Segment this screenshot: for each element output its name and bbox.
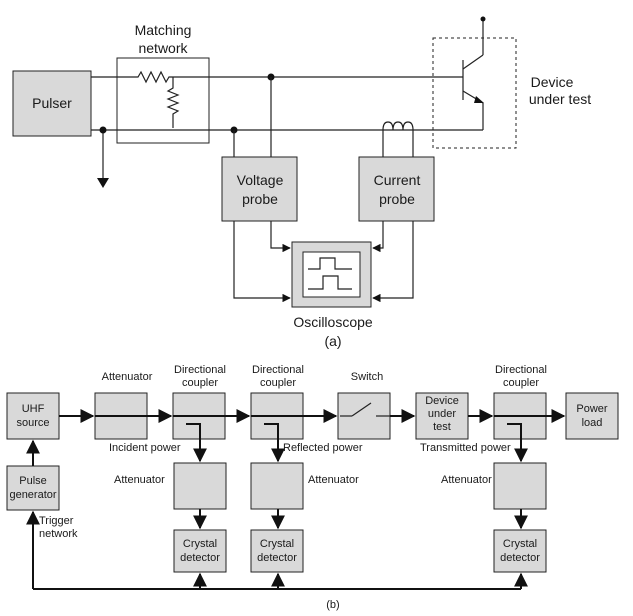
directional-coupler-1-label-2: coupler bbox=[182, 377, 218, 389]
crystal-detector-2-label-1: Crystal bbox=[260, 538, 294, 550]
switch-icon bbox=[351, 402, 372, 417]
incident-power-label: Incident power bbox=[109, 442, 181, 454]
caption-a: (a) bbox=[324, 333, 341, 349]
trigger-network-label-1: Trigger bbox=[39, 515, 74, 527]
crystal-detector-3-label-1: Crystal bbox=[503, 538, 537, 550]
current-probe-label-2: probe bbox=[379, 191, 415, 207]
current-probe-label-1: Current bbox=[374, 172, 421, 188]
uhf-source-block: UHF source bbox=[6, 392, 60, 440]
trigger-network: Trigger network bbox=[26, 510, 528, 590]
crystal-detector-1-block: Crystal detector bbox=[173, 529, 227, 573]
uhf-source-label-1: UHF bbox=[22, 403, 45, 415]
coupler-taps bbox=[186, 423, 528, 463]
series-resistor-icon bbox=[117, 70, 209, 84]
device-under-test-b-block: Device under test bbox=[415, 392, 469, 440]
attenuator-1-block bbox=[173, 462, 227, 510]
pulse-generator-block: Pulse generator bbox=[6, 465, 60, 511]
attenuator-2-label: Attenuator bbox=[308, 474, 359, 486]
attenuator-2-block bbox=[250, 462, 304, 510]
attenuator-top-label: Attenuator bbox=[102, 371, 153, 383]
pulser-block: Pulser bbox=[12, 70, 92, 137]
attenuator-to-detector-arrows bbox=[193, 509, 528, 530]
caption-b: (b) bbox=[326, 599, 339, 611]
directional-coupler-2-label-1: Directional bbox=[252, 364, 304, 376]
dut-b-label-2: under bbox=[428, 408, 456, 420]
attenuator-3-block bbox=[493, 462, 547, 510]
pulse-generator-label-2: generator bbox=[9, 489, 56, 501]
pulse-waveform-icon-2 bbox=[308, 275, 352, 290]
power-load-label-2: load bbox=[582, 417, 603, 429]
switch-block bbox=[337, 392, 391, 440]
dut-b-label-1: Device bbox=[425, 395, 459, 407]
crystal-detector-1-label-1: Crystal bbox=[183, 538, 217, 550]
device-under-test-label-1: Device bbox=[531, 74, 574, 90]
uhf-source-label-2: source bbox=[16, 417, 49, 429]
switch-label: Switch bbox=[351, 371, 383, 383]
crystal-detector-1-label-2: detector bbox=[180, 552, 220, 564]
pulser-label: Pulser bbox=[32, 95, 72, 111]
matching-network: Matching network bbox=[116, 22, 210, 144]
figure-a-wiring bbox=[91, 73, 483, 188]
ground-icon bbox=[97, 178, 109, 188]
transmitted-power-label: Transmitted power bbox=[420, 442, 511, 454]
matching-network-label-1: Matching bbox=[135, 22, 192, 38]
directional-coupler-3-label-1: Directional bbox=[495, 364, 547, 376]
attenuator-3-label: Attenuator bbox=[441, 474, 492, 486]
oscilloscope-label: Oscilloscope bbox=[293, 314, 373, 330]
device-under-test-a: Device under test bbox=[432, 16, 591, 149]
device-under-test-label-2: under test bbox=[529, 91, 591, 107]
power-load-block: Power load bbox=[565, 392, 619, 440]
figure-a-arrows bbox=[233, 221, 414, 303]
dut-b-label-3: test bbox=[433, 421, 451, 433]
crystal-detector-2-block: Crystal detector bbox=[250, 529, 304, 573]
voltage-probe-label-1: Voltage bbox=[237, 172, 284, 188]
directional-coupler-3-label-2: coupler bbox=[503, 377, 539, 389]
figure-b: UHF source Attenuator Directional couple… bbox=[6, 364, 619, 611]
directional-coupler-1-label-1: Directional bbox=[174, 364, 226, 376]
voltage-probe-block: Voltage probe bbox=[221, 156, 298, 222]
voltage-probe-label-2: probe bbox=[242, 191, 278, 207]
crystal-detector-3-block: Crystal detector bbox=[493, 529, 547, 573]
pulse-waveform-icon bbox=[308, 257, 352, 270]
crystal-detector-2-label-2: detector bbox=[257, 552, 297, 564]
attenuator-1-label: Attenuator bbox=[114, 474, 165, 486]
reflected-power-label: Reflected power bbox=[283, 442, 363, 454]
shunt-resistor-icon bbox=[166, 77, 180, 128]
figure-a: Pulser Matching network bbox=[12, 16, 591, 349]
current-probe-block: Current probe bbox=[358, 156, 435, 222]
current-probe-coil-icon bbox=[382, 121, 414, 131]
crystal-detector-3-label-2: detector bbox=[500, 552, 540, 564]
directional-coupler-2-label-2: coupler bbox=[260, 377, 296, 389]
pulse-generator-label-1: Pulse bbox=[19, 475, 47, 487]
power-load-label-1: Power bbox=[576, 403, 608, 415]
oscilloscope-block: Oscilloscope bbox=[291, 241, 373, 330]
trigger-network-label-2: network bbox=[39, 528, 78, 540]
matching-network-label-2: network bbox=[138, 40, 188, 56]
